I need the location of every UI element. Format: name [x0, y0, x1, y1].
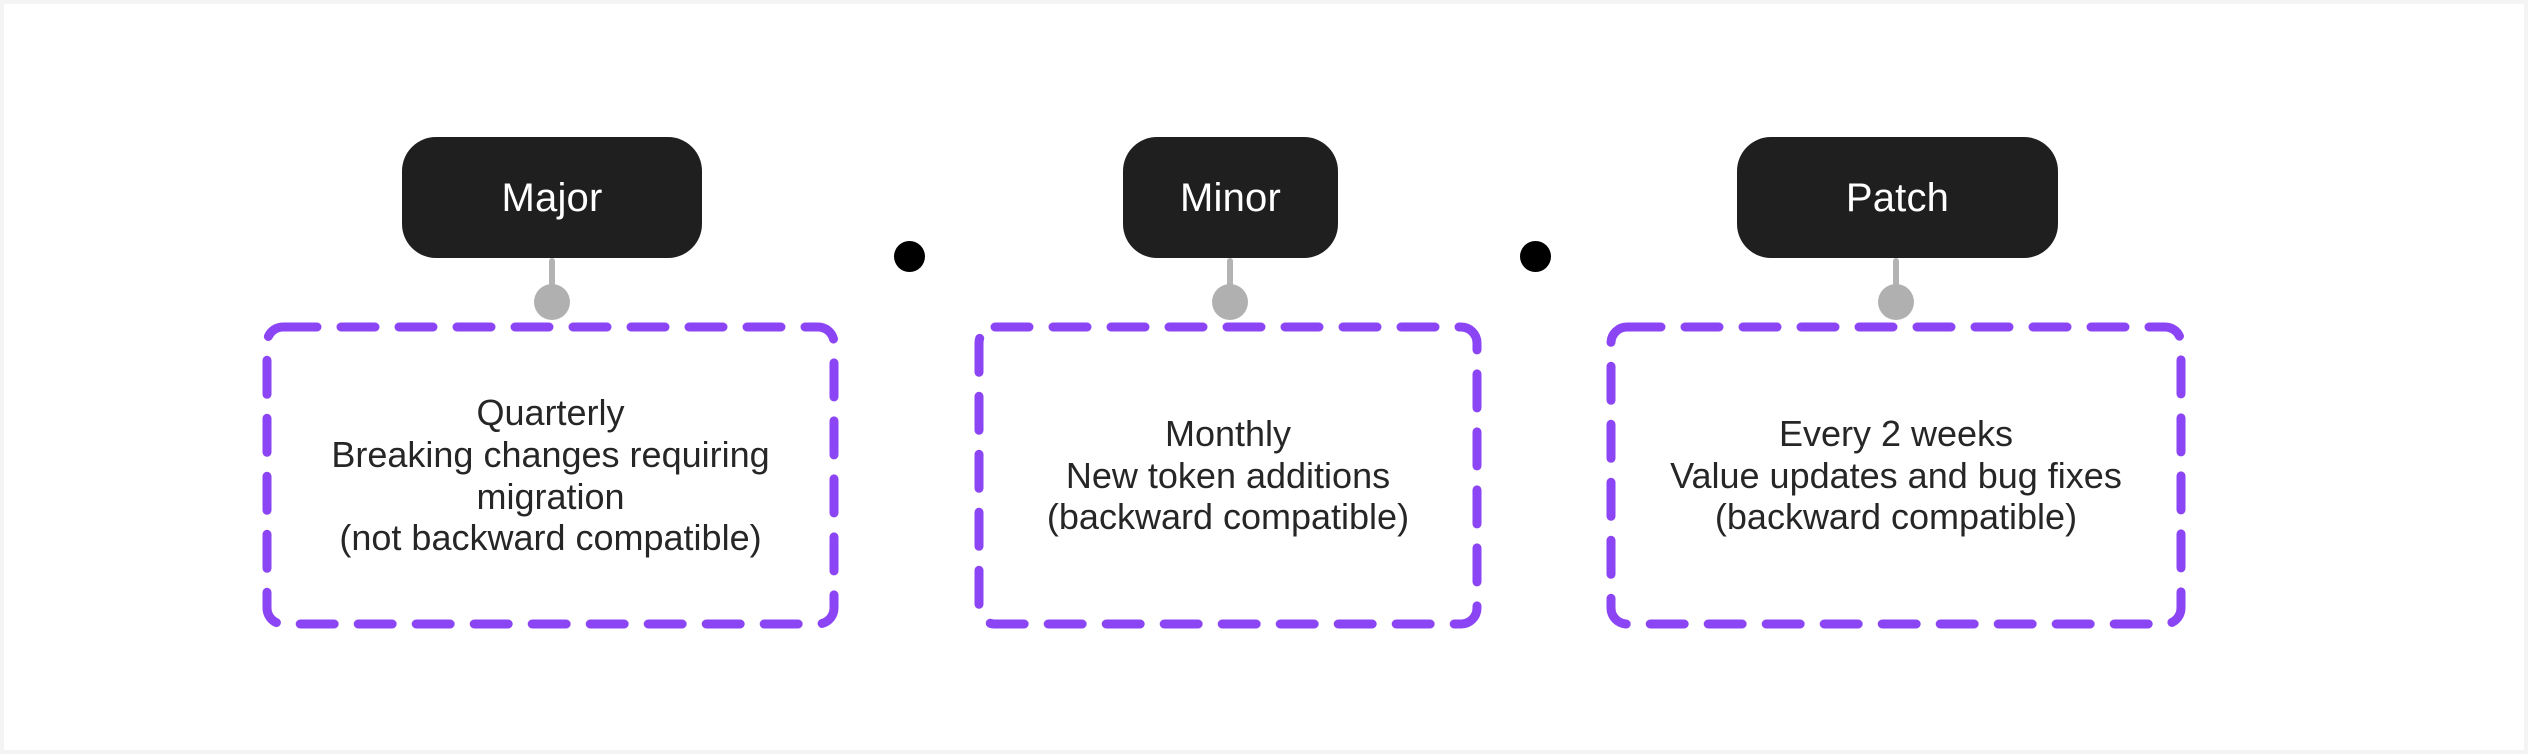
detail-line-description-major: Breaking changes requiring migration	[331, 433, 770, 517]
node-pill-label-minor: Minor	[1179, 175, 1282, 220]
node-pill-minor[interactable]: Minor	[1123, 137, 1338, 258]
connector-knob-icon-major	[534, 284, 570, 320]
detail-text-patch: Every 2 weeks Value updates and bug fixe…	[1646, 413, 2146, 538]
connector-stem-major	[549, 258, 555, 292]
detail-line-compatibility-patch: (backward compatible)	[1714, 496, 2078, 538]
node-pill-major[interactable]: Major	[402, 137, 702, 258]
detail-line-description-patch: Value updates and bug fixes	[1670, 454, 2122, 496]
detail-text-major: Quarterly Breaking changes requiring mig…	[277, 392, 825, 559]
node-pill-patch[interactable]: Patch	[1737, 137, 2058, 258]
node-pill-label-major: Major	[501, 175, 603, 220]
connector-knob-icon-minor	[1212, 284, 1248, 320]
detail-line-cadence-major: Quarterly	[476, 392, 625, 433]
detail-text-minor: Monthly New token additions (backward co…	[1023, 413, 1433, 538]
connector-stem-patch	[1893, 258, 1899, 292]
dot-icon-separator-2	[1520, 241, 1551, 272]
connector-knob-icon-patch	[1878, 284, 1914, 320]
connector-stem-minor	[1227, 258, 1233, 292]
node-pill-label-patch: Patch	[1845, 175, 1950, 220]
detail-box-minor: Monthly New token additions (backward co…	[974, 322, 1482, 629]
detail-box-major: Quarterly Breaking changes requiring mig…	[262, 322, 839, 629]
detail-line-cadence-minor: Monthly	[1164, 412, 1292, 454]
detail-line-cadence-patch: Every 2 weeks	[1778, 412, 2014, 454]
detail-line-description-minor: New token additions	[1065, 454, 1391, 496]
detail-line-compatibility-minor: (backward compatible)	[1046, 496, 1410, 538]
detail-line-compatibility-major: (not backward compatible)	[339, 517, 762, 559]
detail-box-patch: Every 2 weeks Value updates and bug fixe…	[1606, 322, 2186, 629]
dot-icon-separator-1	[894, 241, 925, 272]
